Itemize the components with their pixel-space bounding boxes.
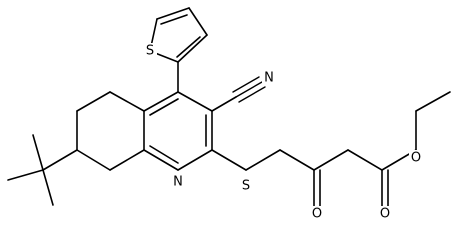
bond-c3-cn <box>211 96 237 112</box>
side-chain <box>211 91 451 210</box>
bond-c7-tbu <box>42 149 78 171</box>
bond-c8-c8a <box>109 149 145 171</box>
molecule-canvas: S N N S O O O <box>7 7 451 222</box>
bond-s-ch2 <box>245 149 281 171</box>
bond-ethyl-ch3 <box>415 91 451 112</box>
bond-tbu-methyl-1 <box>32 134 44 171</box>
bond-c4-c3 <box>177 91 213 112</box>
thioether-sulfur-label: S <box>242 179 250 194</box>
bond-thiophene-c3-c2-double <box>176 36 201 58</box>
bond-thiophene-c5-c4 <box>156 7 190 20</box>
ester-ether-oxygen-label: O <box>411 151 421 166</box>
bond-n1-c8a-double <box>149 145 179 164</box>
bond-c4a-c5 <box>109 91 145 112</box>
bond-cn-triple-c <box>238 86 266 103</box>
bond-c4a-c4 <box>143 91 179 112</box>
bond-thiophene-c4-c3 <box>188 7 208 36</box>
nitrile-nitrogen-label: N <box>264 71 274 86</box>
bond-tbu-methyl-3 <box>42 169 54 206</box>
bond-ch2-co <box>279 149 315 171</box>
bond-co-ch2 <box>313 149 349 171</box>
bond-c5-c6 <box>76 91 111 112</box>
ketone-oxygen-label: O <box>312 207 322 222</box>
ring-nitrogen-label: N <box>173 175 183 190</box>
tert-butyl-group <box>7 134 78 206</box>
cyclohexane-ring <box>76 91 145 171</box>
ester-carbonyl-oxygen-label: O <box>380 207 390 222</box>
bond-thiophene-c3-c2 <box>177 34 208 63</box>
thiophene-ring <box>149 7 208 63</box>
bond-c4a-c4-double <box>149 98 179 116</box>
bond-cn-triple-b <box>232 76 260 93</box>
bond-thiophene-c5-c4-double <box>160 14 188 25</box>
bond-c2-n1 <box>177 149 213 171</box>
bond-c7-c8 <box>76 149 111 171</box>
thiophene-sulfur-label: S <box>146 44 154 59</box>
bond-ch2-ester-c <box>347 149 383 171</box>
molecule-svg: S N N S O O O <box>7 7 451 222</box>
bond-c2-s <box>211 149 247 171</box>
atom-labels: S N N S O O O <box>143 43 423 222</box>
pyridine-ring <box>143 91 213 171</box>
bond-cn-triple-a <box>235 81 263 98</box>
bond-tbu-methyl-2 <box>7 169 44 181</box>
nitrile-group <box>211 76 266 112</box>
bond-n1-c8a <box>143 149 179 171</box>
